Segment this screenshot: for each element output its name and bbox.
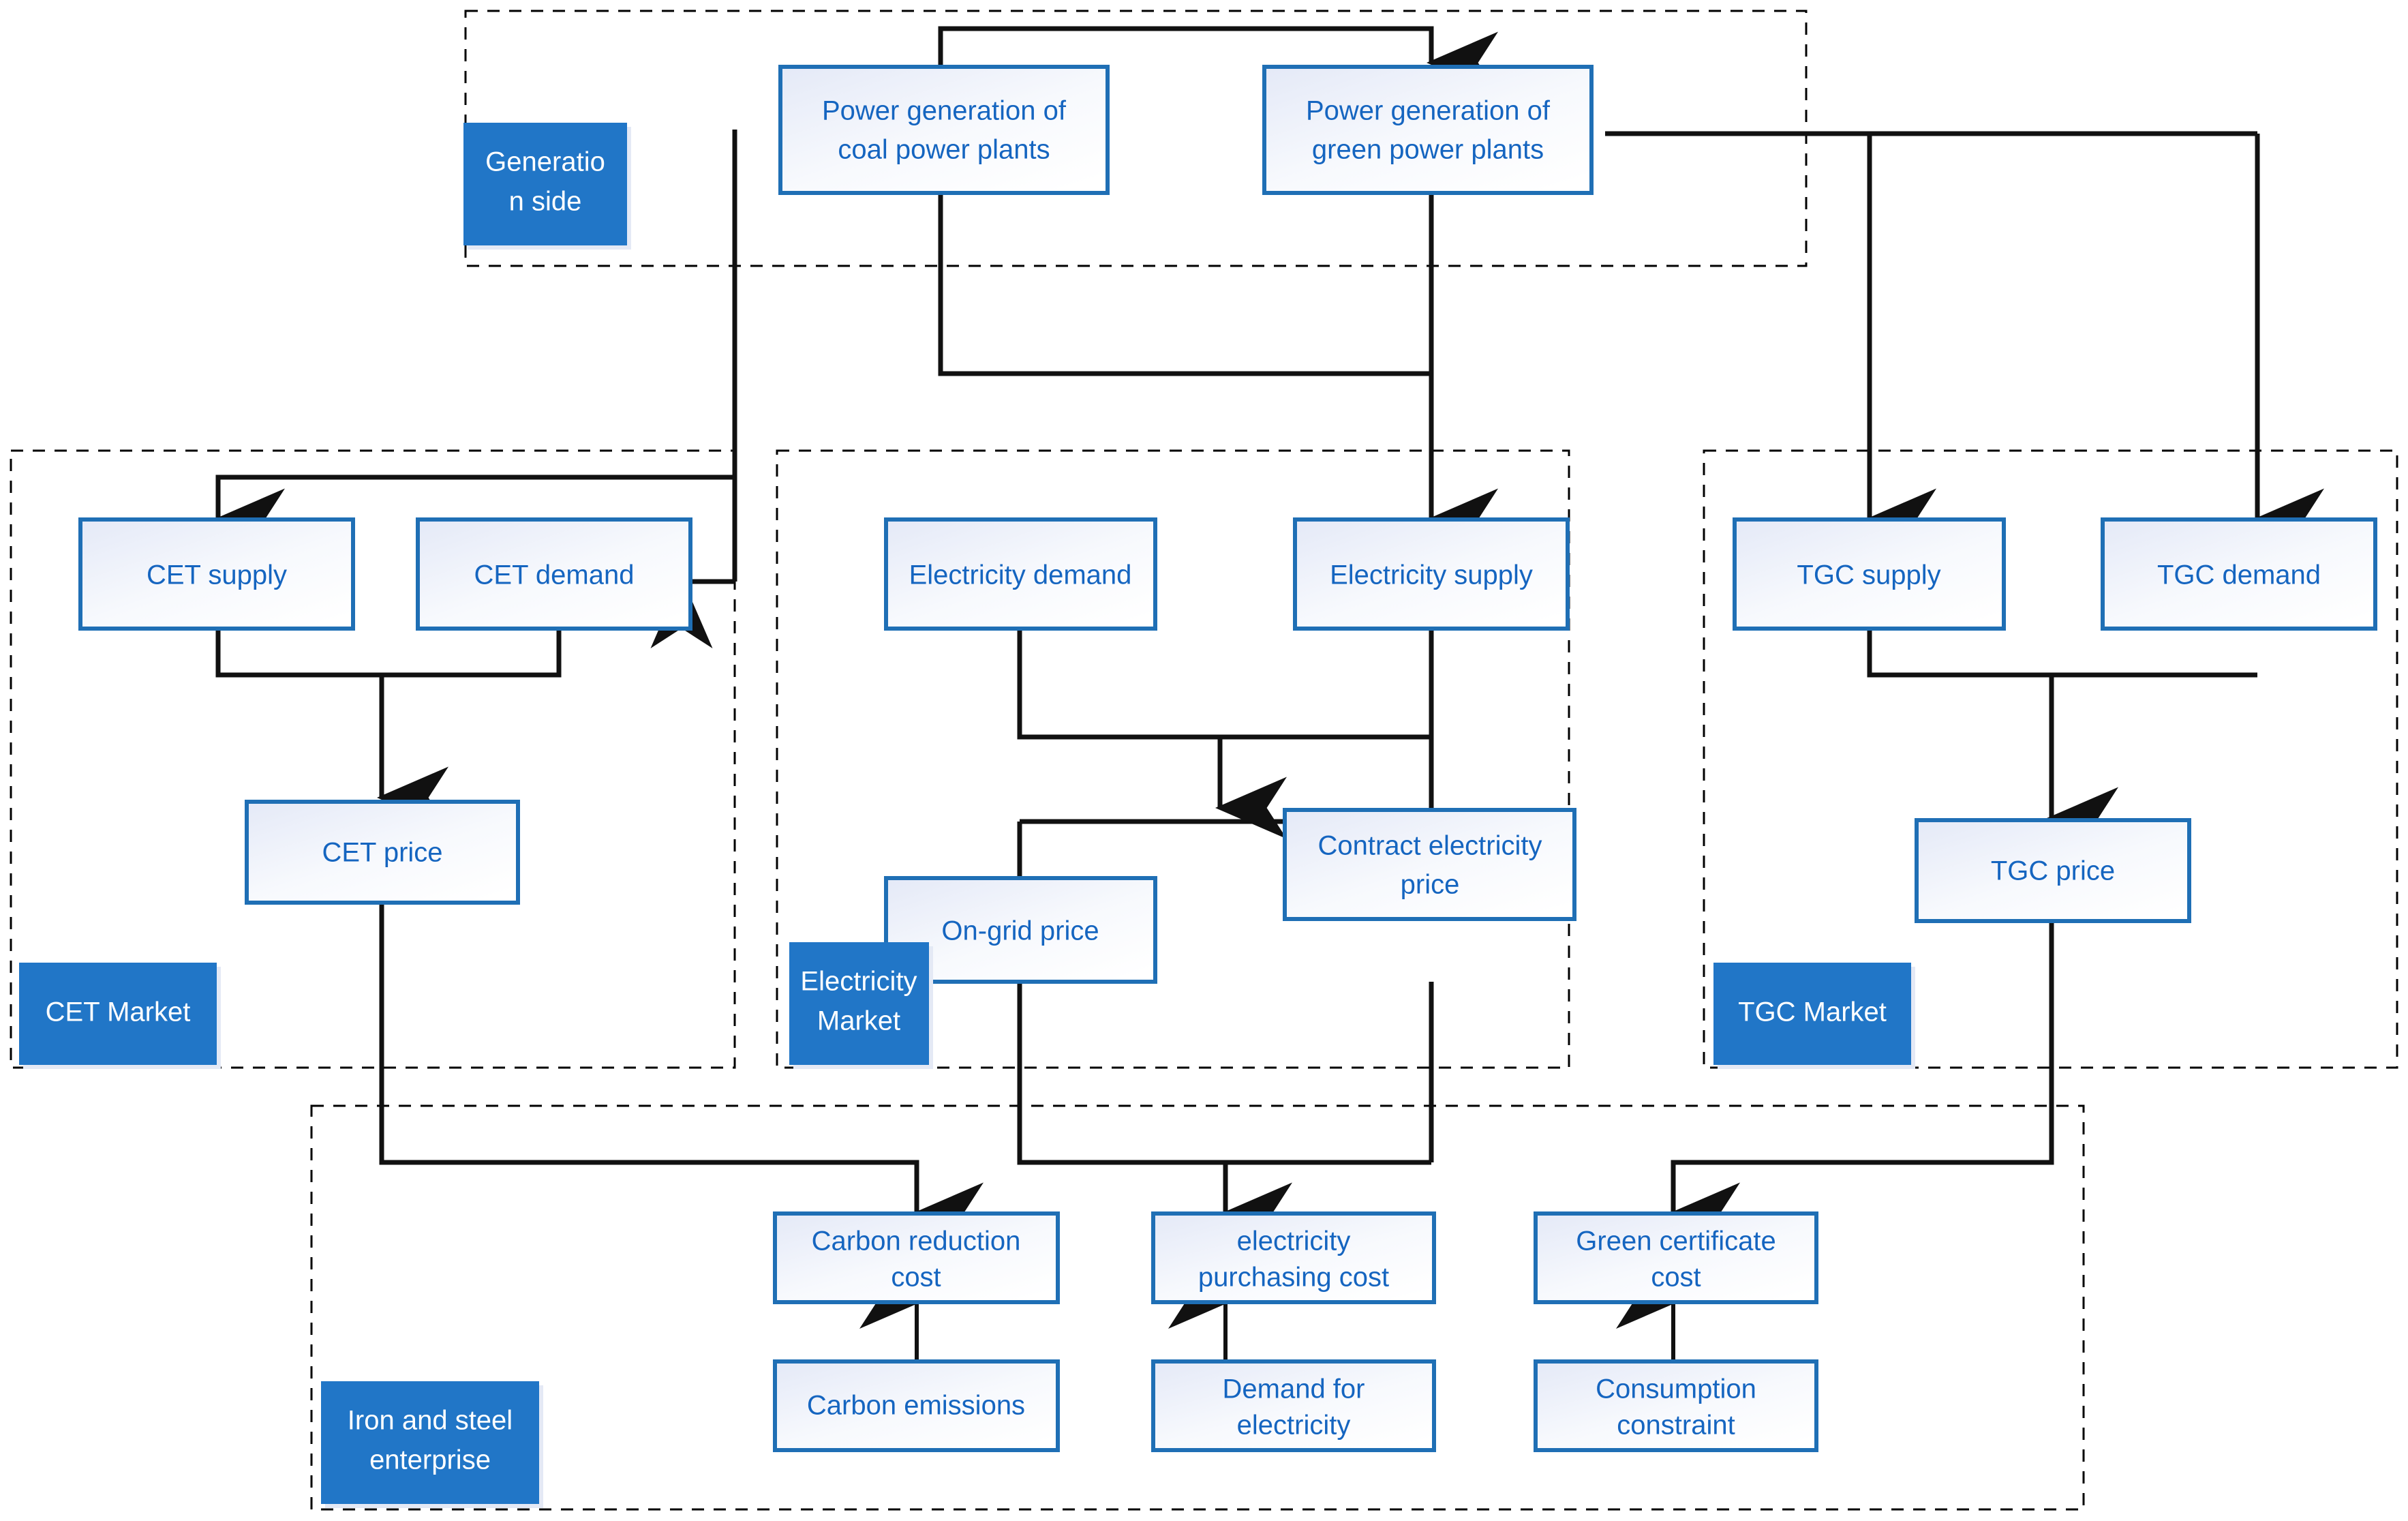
- group-label-line: enterprise: [369, 1445, 491, 1475]
- node-green-power[interactable]: Power generation of green power plants: [1262, 65, 1594, 195]
- node-green-certificate-cost[interactable]: Green certificate cost: [1534, 1211, 1818, 1304]
- edge-tgc-price-to-green-cert-cost: [1668, 920, 2054, 1245]
- group-label-line: Generatio: [485, 147, 605, 177]
- node-tgc-price[interactable]: TGC price: [1915, 818, 2191, 923]
- node-consumption-constraint[interactable]: Consumption constraint: [1534, 1359, 1818, 1452]
- node-carbon-emissions[interactable]: Carbon emissions: [773, 1359, 1060, 1452]
- node-electricity-supply[interactable]: Electricity supply: [1293, 517, 1570, 631]
- node-coal-power[interactable]: Power generation of coal power plants: [778, 65, 1110, 195]
- edge-on-grid-price-down: [1017, 982, 1431, 1165]
- node-label: CET demand: [474, 560, 635, 590]
- node-label: electricity: [1237, 1411, 1351, 1441]
- edge-elec-demand-down: [1017, 629, 1431, 740]
- node-label: Demand for: [1223, 1374, 1365, 1404]
- edge-coal-to-green: [938, 26, 1498, 94]
- node-label: constraint: [1617, 1411, 1735, 1441]
- node-carbon-reduction-cost[interactable]: Carbon reduction cost: [773, 1211, 1060, 1304]
- node-label: Power generation of: [822, 96, 1067, 126]
- node-label: Green certificate: [1576, 1226, 1775, 1256]
- node-label: On-grid price: [941, 916, 1099, 946]
- node-contract-electricity-price[interactable]: Contract electricity price: [1283, 808, 1576, 921]
- edge-cet-supply-down: [215, 629, 562, 678]
- group-label-line: Electricity: [800, 967, 917, 997]
- node-label: Power generation of: [1306, 96, 1551, 126]
- node-label: Electricity supply: [1330, 560, 1533, 590]
- node-label: Consumption: [1596, 1374, 1756, 1404]
- group-label-cet-market: CET Market: [19, 963, 221, 1069]
- node-label: cost: [891, 1263, 941, 1293]
- node-electricity-demand[interactable]: Electricity demand: [884, 517, 1157, 631]
- group-label-tgc-market: TGC Market: [1713, 963, 1915, 1069]
- node-label: Contract electricity: [1318, 831, 1542, 861]
- group-label-line: CET Market: [46, 997, 191, 1027]
- region-generation-side: [464, 10, 1808, 267]
- node-label: cost: [1651, 1263, 1701, 1293]
- node-cet-supply[interactable]: CET supply: [78, 517, 355, 631]
- group-label-electricity-market: Electricity Market: [789, 942, 933, 1069]
- node-tgc-supply[interactable]: TGC supply: [1733, 517, 2006, 631]
- node-tgc-demand[interactable]: TGC demand: [2101, 517, 2377, 631]
- node-label: purchasing cost: [1198, 1263, 1389, 1293]
- node-label: CET supply: [147, 560, 287, 590]
- node-label: CET price: [322, 838, 442, 868]
- node-electricity-purchasing-cost[interactable]: electricity purchasing cost: [1151, 1211, 1436, 1304]
- group-label-line: TGC Market: [1738, 997, 1887, 1027]
- region-iron-and-steel: [310, 1104, 2085, 1511]
- node-on-grid-price[interactable]: On-grid price: [884, 876, 1157, 984]
- group-label-line: Market: [817, 1006, 900, 1036]
- node-label: price: [1401, 870, 1460, 900]
- node-label: TGC supply: [1797, 560, 1940, 590]
- edge-cet-price-to-carbon-cost: [379, 901, 984, 1245]
- node-demand-for-electricity[interactable]: Demand for electricity: [1151, 1359, 1436, 1452]
- node-cet-price[interactable]: CET price: [245, 800, 520, 905]
- node-label: Carbon emissions: [807, 1391, 1025, 1421]
- edge-coal-to-electricity-supply: [938, 191, 1431, 376]
- edge-tgc-supply-down: [1867, 629, 2257, 678]
- node-label: TGC price: [1991, 856, 2115, 886]
- node-cet-demand[interactable]: CET demand: [416, 517, 692, 631]
- node-label: coal power plants: [838, 135, 1050, 165]
- edge-to-cet-supply: [213, 475, 735, 551]
- group-label-iron-and-steel-enterprise: Iron and steel enterprise: [321, 1381, 543, 1508]
- node-label: Electricity demand: [909, 560, 1132, 590]
- node-label: electricity: [1237, 1226, 1351, 1256]
- group-label-line: Iron and steel: [348, 1406, 513, 1436]
- region-electricity-market: [776, 449, 1570, 1069]
- node-label: TGC demand: [2157, 560, 2321, 590]
- node-label: green power plants: [1312, 135, 1544, 165]
- region-cet-market: [10, 449, 736, 1069]
- group-label-generation-side: Generatio n side: [463, 123, 631, 250]
- node-label: Carbon reduction: [812, 1226, 1021, 1256]
- group-label-line: n side: [509, 187, 582, 217]
